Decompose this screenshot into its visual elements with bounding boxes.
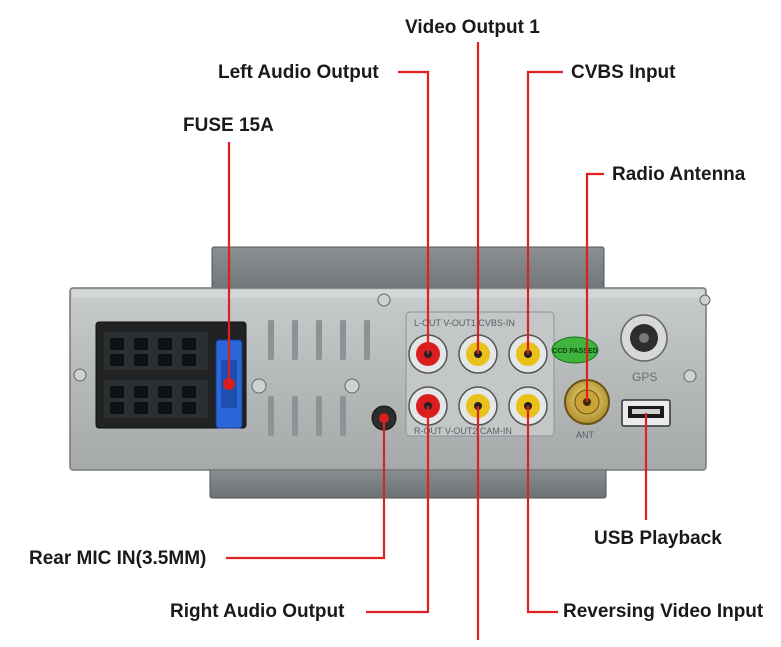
callout-lines (226, 42, 648, 640)
callout-line-antenna (585, 172, 604, 402)
label-left-audio-output: Left Audio Output (218, 62, 379, 83)
ant-text: ANT (576, 430, 595, 440)
ccd-badge-text: CCD PASSED (552, 348, 597, 355)
label-cvbs-input: CVBS Input (571, 62, 676, 83)
label-usb-playback: USB Playback (594, 528, 722, 549)
vent-slots (268, 320, 370, 436)
label-video-output-1: Video Output 1 (405, 17, 540, 38)
panel-lip (72, 290, 704, 298)
chassis-bottom (209, 467, 607, 499)
label-reversing-video-input: Reversing Video Input (563, 601, 764, 622)
callout-line-mic (226, 418, 386, 560)
label-rear-mic: Rear MIC IN(3.5MM) (29, 548, 207, 569)
gps-port[interactable] (620, 314, 668, 362)
callout-line-left-audio (398, 70, 430, 354)
callout-line-cvbs (526, 70, 563, 354)
ccd-badge: CCD PASSED (551, 336, 599, 364)
iso-connector-icon (95, 321, 247, 429)
label-right-audio-output: Right Audio Output (170, 601, 345, 622)
label-radio-antenna: Radio Antenna (612, 164, 746, 185)
gps-text: GPS (632, 370, 657, 384)
label-fuse: FUSE 15A (183, 115, 274, 136)
panel-text-top-row: L-OUT V-OUT1 CVBS-IN (414, 318, 515, 328)
panel-text-bottom-row: R-OUT V-OUT2 CAM-IN (414, 426, 512, 436)
callout-line-reversing (526, 406, 558, 614)
callout-line-right-audio (366, 406, 430, 614)
